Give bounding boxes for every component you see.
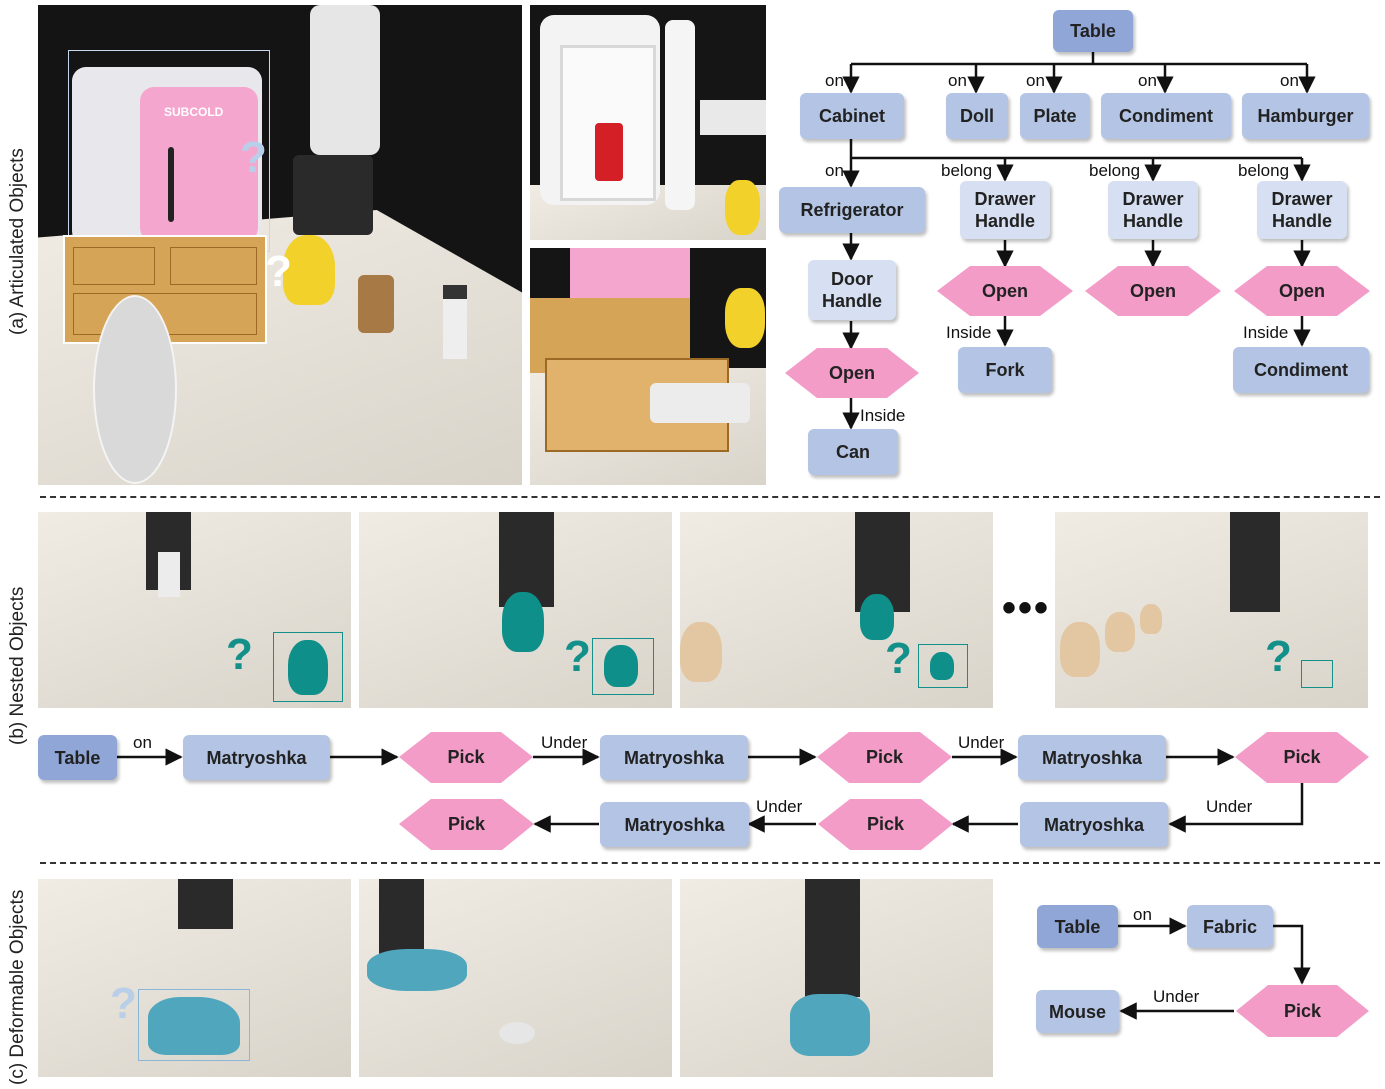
drawer-open-photo [530,248,766,485]
question-mark-icon: ? [564,632,591,681]
action-pick: Pick [818,799,953,850]
mini-fridge: SUBCOLD [72,67,262,245]
edge-label-on: on [1133,905,1152,924]
edge-label-on: on [948,71,967,90]
action-pick: Pick [1235,732,1369,783]
action-pick: Pick [817,732,952,783]
action-pick: Pick [1236,985,1369,1037]
matryoshka-doll [860,594,894,640]
node-hamburger: Hamburger [1242,93,1369,139]
pikachu-doll [283,235,335,305]
deformable-photo-3 [680,879,993,1077]
node-door-handle: Door Handle [808,260,896,320]
edge-label-belong: belong [941,161,993,180]
edge-label-on: on [1280,71,1299,90]
node-matryoshka: Matryoshka [600,735,748,780]
deformable-photo-2 [359,879,672,1077]
ellipsis: ••• [1002,586,1051,630]
nested-photo-2: ? [359,512,672,708]
fabric [367,949,467,991]
edge-label-on: on [133,733,152,752]
action-pick: Pick [399,732,533,783]
question-mark-icon: ? [1265,632,1292,681]
action-pick: Pick [399,799,534,850]
brand-text: SUBCOLD [164,105,224,119]
edge-label-on: on [1026,71,1045,90]
action-open: Open [785,348,919,398]
edge-label-under: Under [1153,987,1200,1006]
node-fork: Fork [958,347,1052,393]
edge-label-on: on [825,71,844,90]
node-fabric: Fabric [1187,905,1273,948]
edge-label-on: on [825,161,844,180]
node-doll: Doll [946,93,1008,139]
edge-label-inside: Inside [1243,323,1289,342]
soda-can [595,123,623,181]
robot-arm [310,5,380,155]
node-matryoshka: Matryoshka [183,735,330,780]
question-mark-icon: ? [265,247,292,296]
node-can: Can [808,429,898,475]
fridge-open-photo [530,5,766,240]
articulated-scene-photo: SUBCOLD ? ? [38,5,522,485]
edge-label-belong: belong [1089,161,1141,180]
question-mark-icon: ? [110,979,137,1028]
edge-label-belong: belong [1238,161,1290,180]
node-mouse: Mouse [1036,990,1119,1033]
computer-mouse [499,1022,535,1044]
edge-label-inside: Inside [860,406,906,425]
node-refrigerator: Refrigerator [779,187,925,233]
edge-label-under: Under [756,797,803,816]
action-open: Open [1085,266,1221,316]
question-mark-icon: ? [226,630,253,679]
edge-label-on: on [1138,71,1157,90]
node-table: Table [38,735,117,780]
nested-photo-3: ? [680,512,993,708]
nested-photo-1: ? [38,512,351,708]
action-open: Open [937,266,1073,316]
node-drawer-handle: Drawer Handle [960,181,1050,239]
fabric [148,997,240,1055]
question-mark-icon: ? [240,133,267,182]
node-matryoshka: Matryoshka [1018,735,1166,780]
node-matryoshka: Matryoshka [1020,802,1168,847]
matryoshka-doll [502,592,544,652]
action-open: Open [1234,266,1370,316]
node-drawer-handle: Drawer Handle [1108,181,1198,239]
matryoshka-doll [288,640,328,695]
question-mark-icon: ? [885,634,912,683]
hamburger [358,275,394,333]
node-matryoshka: Matryoshka [600,802,749,847]
edge-label-inside: Inside [946,323,992,342]
node-table: Table [1037,905,1118,948]
section-divider [40,862,1380,864]
edge-label-under: Under [958,733,1005,752]
section-divider [40,496,1380,498]
nested-photo-4: ? [1055,512,1368,708]
node-condiment: Condiment [1101,93,1231,139]
node-plate: Plate [1020,93,1090,139]
fabric [790,994,870,1056]
condiment-bottle [443,285,467,359]
node-drawer-handle: Drawer Handle [1257,181,1347,239]
node-table: Table [1053,10,1133,52]
node-cabinet: Cabinet [800,93,904,139]
node-condiment: Condiment [1233,347,1369,393]
plate [93,295,177,484]
deformable-photo-1: ? [38,879,351,1077]
edge-label-under: Under [1206,797,1253,816]
edge-label-under: Under [541,733,588,752]
